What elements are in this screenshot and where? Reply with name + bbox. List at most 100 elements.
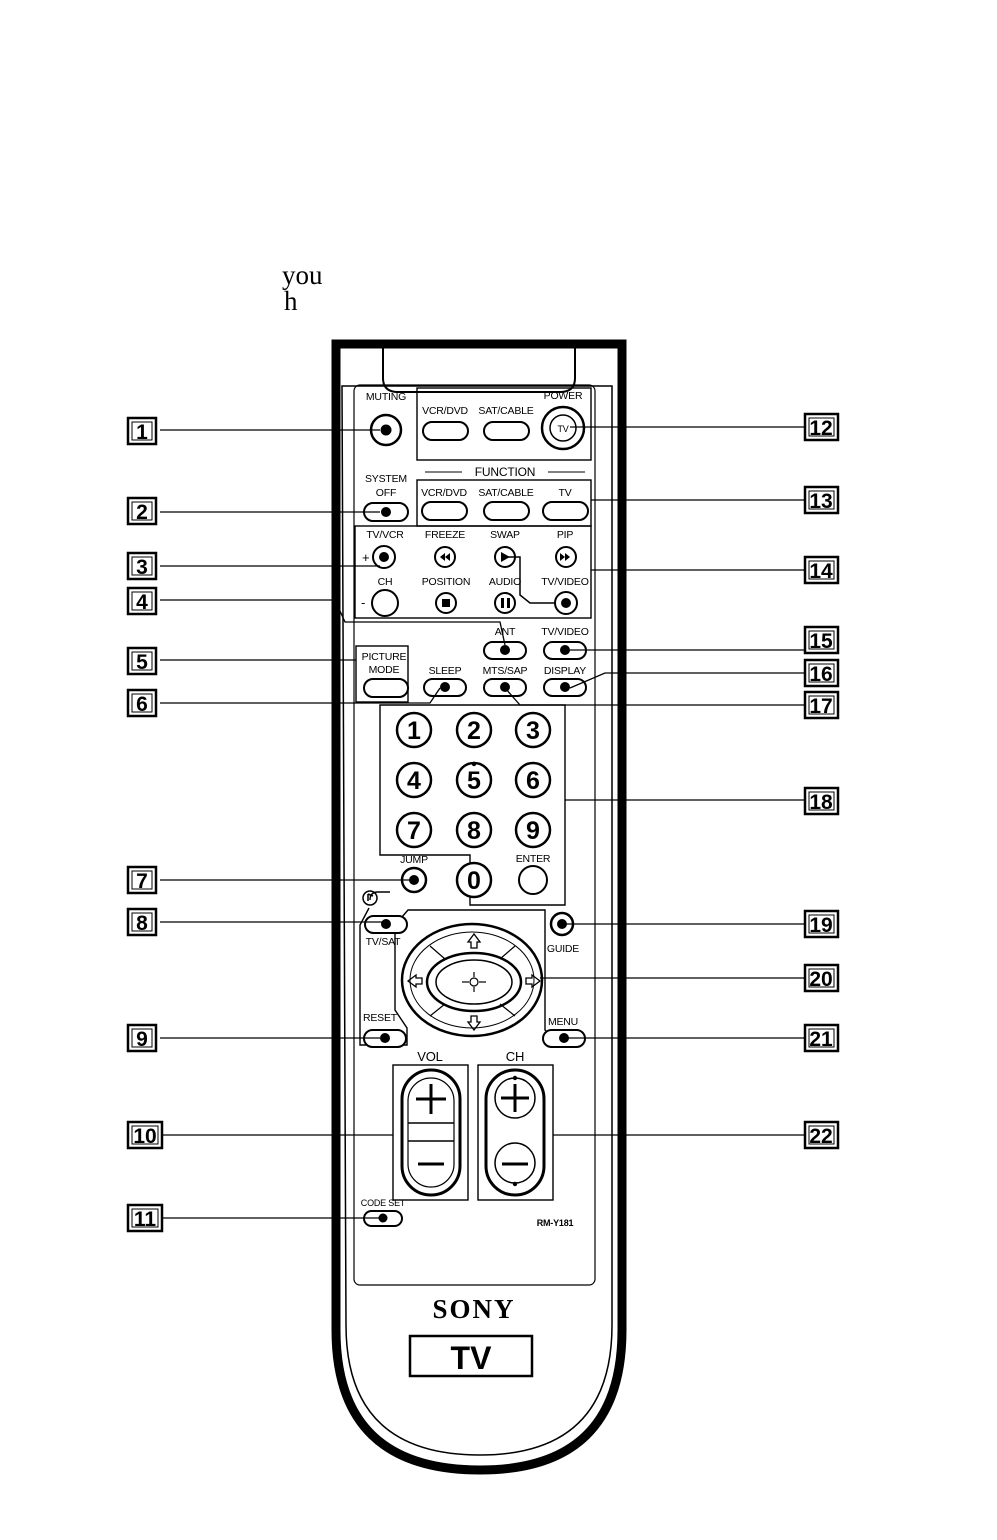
- callout-17: 17: [809, 695, 832, 718]
- callout-18: 18: [809, 791, 833, 814]
- callout-2: 2: [136, 501, 148, 524]
- digit-4-button[interactable]: [395, 761, 433, 799]
- digit-9-button[interactable]: [514, 811, 552, 849]
- callout-11: 11: [134, 1208, 157, 1231]
- callout-22: 22: [809, 1125, 832, 1148]
- picture-mode-box: [355, 645, 409, 703]
- sat-cable-fn-label: SAT/CABLE: [478, 487, 533, 499]
- stop-icon: [442, 599, 450, 607]
- callout-9: 9: [136, 1028, 148, 1051]
- swap-label: SWAP: [490, 529, 520, 541]
- callout-14: 14: [809, 560, 833, 583]
- select-center-icon[interactable]: [462, 972, 486, 992]
- function-label: FUNCTION: [475, 465, 535, 479]
- muting-dot-icon: [380, 424, 392, 436]
- brand-logo: SONY: [432, 1294, 515, 1324]
- ch-plus-icon[interactable]: [501, 1084, 529, 1112]
- rewind-icon: [440, 553, 450, 561]
- callout-lines: [160, 426, 805, 1219]
- mode-label: MODE: [369, 664, 400, 676]
- music-note-icon: [362, 890, 378, 906]
- picture-mode-button[interactable]: [363, 678, 409, 698]
- digit-8-label: 8: [467, 817, 481, 845]
- number-pad: [395, 711, 552, 899]
- digit-1-label: 1: [407, 717, 421, 745]
- digit-0-button[interactable]: [455, 861, 493, 899]
- text-fragment-h: h: [284, 286, 298, 316]
- digit-1-button[interactable]: [395, 711, 433, 749]
- vcr-dvd-power-button[interactable]: [422, 421, 469, 441]
- sleep-label: SLEEP: [429, 665, 462, 677]
- vcr-dvd-fn-label: VCR/DVD: [421, 487, 467, 499]
- fast-forward-icon: [560, 553, 570, 561]
- digit-6-button[interactable]: [514, 761, 552, 799]
- digit-8-button[interactable]: [455, 811, 493, 849]
- enter-button[interactable]: [518, 865, 548, 895]
- digit-7-label: 7: [407, 817, 421, 845]
- ch-small-label: CH: [378, 576, 393, 588]
- picture-label: PICTURE: [362, 651, 407, 663]
- callout-21: 21: [809, 1028, 833, 1051]
- navigation-pad[interactable]: [400, 922, 544, 1038]
- freeze-label: FREEZE: [425, 529, 465, 541]
- sat-cable-power-button[interactable]: [483, 421, 530, 441]
- callout-3: 3: [136, 556, 148, 579]
- position-label: POSITION: [422, 576, 471, 588]
- code-set-label: CODE SET: [361, 1198, 406, 1208]
- mts-sap-label: MTS/SAP: [483, 665, 528, 677]
- callout-19: 19: [809, 914, 832, 937]
- muting-label: MUTING: [366, 391, 406, 403]
- digit-0-label: 0: [467, 867, 481, 895]
- enter-label: ENTER: [516, 853, 551, 865]
- digit-7-button[interactable]: [395, 811, 433, 849]
- tv-power-button[interactable]: [540, 405, 586, 451]
- tv-function-button[interactable]: [542, 501, 589, 521]
- vol-label: VOL: [417, 1049, 442, 1064]
- digit-2-button[interactable]: [455, 711, 493, 749]
- ch-minus-button[interactable]: [371, 589, 399, 617]
- ch-minus-sign: -: [361, 595, 365, 610]
- callout-6: 6: [136, 693, 148, 716]
- callout-7: 7: [136, 870, 148, 893]
- digit-6-label: 6: [526, 767, 540, 795]
- ch-label: CH: [506, 1049, 524, 1064]
- callouts-right: [803, 412, 840, 1150]
- ch-plus-sign: +: [362, 550, 369, 565]
- remote-body: [331, 339, 627, 1475]
- down-arrow-icon[interactable]: [466, 1015, 482, 1032]
- digit-5-label: 5: [467, 767, 481, 795]
- volume-rocker[interactable]: [400, 1068, 462, 1197]
- sat-cable-function-button[interactable]: [483, 501, 530, 521]
- power-tv-label: TV: [557, 424, 568, 434]
- guide-label: GUIDE: [547, 943, 579, 955]
- tv-label-box: [408, 1334, 534, 1378]
- vcr-dvd-top-label: VCR/DVD: [422, 405, 468, 417]
- callout-10: 10: [133, 1125, 156, 1148]
- pip-group-box: [354, 525, 592, 619]
- tv-vcr-label: TV/VCR: [366, 529, 404, 541]
- ant-label: ANT: [495, 626, 516, 638]
- tv-video-pip-label: TV/VIDEO: [541, 576, 588, 588]
- callout-5: 5: [136, 651, 148, 674]
- sat-cable-top-label: SAT/CABLE: [478, 405, 533, 417]
- vol-plus-icon[interactable]: [416, 1084, 446, 1114]
- callout-1: 1: [136, 421, 148, 444]
- system-label: SYSTEM: [365, 473, 407, 485]
- nav-outline: [359, 891, 556, 1046]
- digit-3-button[interactable]: [514, 711, 552, 749]
- text-fragment-you: you: [282, 260, 323, 290]
- audio-button[interactable]: [494, 592, 516, 614]
- reset-label: RESET: [363, 1012, 398, 1024]
- off-label: OFF: [376, 487, 396, 499]
- callout-20: 20: [809, 968, 832, 991]
- vcr-dvd-function-button[interactable]: [421, 501, 468, 521]
- right-arrow-icon[interactable]: [525, 973, 542, 989]
- callout-4: 4: [136, 591, 148, 614]
- power-group-box: [416, 387, 592, 461]
- digit-4-label: 4: [407, 767, 421, 795]
- left-arrow-icon[interactable]: [406, 973, 423, 989]
- audio-label: AUDIO: [489, 576, 521, 588]
- callout-15: 15: [809, 630, 833, 653]
- up-arrow-icon[interactable]: [466, 932, 482, 949]
